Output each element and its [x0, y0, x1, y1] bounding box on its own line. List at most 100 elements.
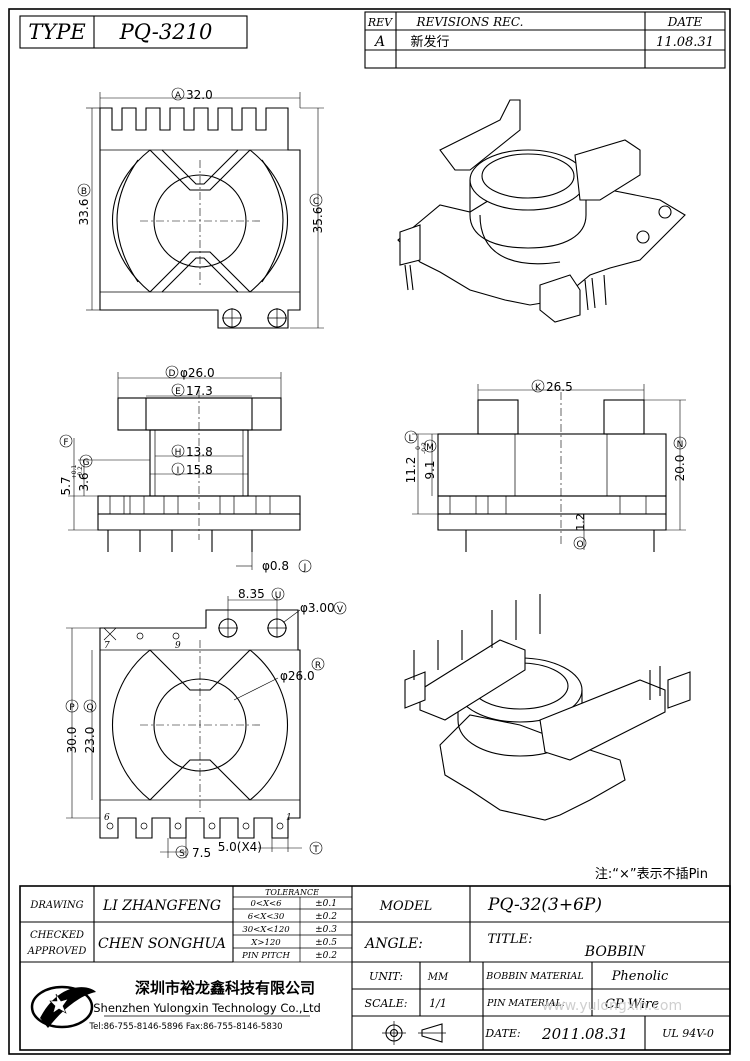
- isometric-view-bottom: [404, 594, 691, 821]
- dim-letter-D: D: [169, 369, 176, 379]
- dim-letter-I: I: [177, 466, 180, 476]
- approved-name: CHEN SONGHUA: [98, 936, 226, 952]
- dim-letter-G: G: [83, 458, 90, 468]
- dim-O-value: 1.2: [574, 513, 587, 531]
- dim-letter-R: R: [315, 661, 321, 671]
- dim-letter-P: P: [69, 703, 75, 713]
- dim-E-value: 17.3: [186, 384, 213, 398]
- dim-P-value: 30.0: [65, 727, 79, 754]
- drawing-name: LI ZHANGFENG: [102, 898, 221, 914]
- pin-label-1-bottom: 1: [286, 813, 292, 823]
- dim-letter-M: M: [426, 443, 434, 453]
- dim-F-value: 5.7: [59, 476, 73, 495]
- type-box: TYPE PQ-3210: [19, 15, 248, 49]
- dim-letter-A: A: [175, 91, 182, 101]
- sheet-border: [8, 8, 731, 1055]
- dim-letter-U: U: [275, 591, 282, 601]
- dim-A-value: 32.0: [186, 88, 213, 102]
- tolerance-range: PIN PITCH: [241, 951, 290, 961]
- dim-T-value: 5.0(X4): [218, 840, 262, 854]
- dim-F-tol-plus: +0.1: [71, 465, 78, 480]
- top-view: A 32.0 33.6 B 35.6 C: [77, 87, 325, 329]
- model-label: MODEL: [379, 899, 433, 914]
- dim-J-value: φ0.8: [262, 559, 289, 573]
- unit-label: UNIT:: [369, 970, 403, 983]
- title-value: BOBBIN: [584, 944, 646, 960]
- dim-letter-B: B: [81, 187, 87, 197]
- dim-C-value: 35.6: [311, 207, 325, 234]
- dim-letter-L: L: [408, 434, 413, 444]
- tolerance-range: X>120: [250, 938, 281, 948]
- revisions-box: REV REVISIONS REC. DATE A 新发行 11.08.31: [364, 11, 726, 69]
- front-view-left: D φ26.0 E 17.3 H 13.8 I 15.8 F 5.7 +0.1 …: [59, 365, 312, 573]
- company-contact: Tel:86-755-8146-5896 Fax:86-755-8146-583…: [88, 1022, 282, 1032]
- revision-desc: 新发行: [410, 34, 449, 50]
- tolerance-range: 6<X<30: [248, 912, 285, 922]
- revision-date: 11.08.31: [656, 35, 714, 50]
- date-label: DATE:: [484, 1027, 520, 1040]
- tolerance-value: ±0.3: [315, 925, 337, 935]
- dim-G-value: 3.6: [77, 472, 91, 491]
- pin-label-6-bottom: 6: [104, 813, 110, 823]
- title-block: DRAWING LI ZHANGFENG CHECKED APPROVED CH…: [19, 885, 731, 1051]
- model-value: PQ-32(3+6P): [487, 895, 602, 915]
- angle-label: ANGLE:: [363, 936, 423, 952]
- dim-letter-E: E: [175, 387, 181, 397]
- pin-label-7-top: 7: [104, 641, 110, 651]
- tolerance-range: 0<X<6: [250, 899, 282, 909]
- dim-R-value: φ26.0: [280, 669, 315, 683]
- dim-letter-V: V: [337, 605, 344, 615]
- checked-label: CHECKED: [30, 930, 84, 941]
- rev-value: A: [373, 34, 385, 50]
- ul-rating: UL 94V-0: [662, 1027, 714, 1040]
- dim-letter-J: J: [303, 563, 307, 573]
- dim-letter-O: O: [576, 540, 583, 550]
- bobbin-material-value: Phenolic: [611, 969, 669, 984]
- scale-value: 1/1: [429, 997, 447, 1010]
- dim-D-value: φ26.0: [180, 366, 215, 380]
- dim-S-value: 7.5: [192, 846, 211, 860]
- dim-Q-value: 23.0: [83, 727, 97, 754]
- pin-label-9-top: 9: [175, 641, 181, 651]
- tolerance-label: TOLERANCE: [265, 888, 319, 897]
- dim-F-tol-minus: -0.2: [77, 466, 84, 478]
- bottom-view: 7 9 6 1 8.35 U φ3.00 V φ26.0 R P 30.0: [65, 587, 347, 860]
- dim-letter-S: S: [179, 849, 185, 859]
- dim-letter-K: K: [535, 383, 542, 393]
- tolerance-range: 30<X<120: [242, 925, 290, 935]
- unit-value: MM: [427, 972, 449, 983]
- dim-letter-F: F: [63, 438, 68, 448]
- projection-symbol: [382, 1021, 446, 1045]
- dim-letter-T: T: [312, 845, 319, 855]
- dim-H-value: 13.8: [186, 445, 213, 459]
- dim-U-value: 8.35: [238, 587, 265, 601]
- rev-label: REV: [367, 16, 393, 29]
- scale-label: SCALE:: [365, 997, 408, 1010]
- dim-I-value: 15.8: [186, 463, 213, 477]
- type-label: TYPE: [28, 20, 85, 44]
- date-value: 2011.08.31: [541, 1025, 628, 1043]
- company-name-cn: 深圳市裕龙鑫科技有限公司: [135, 979, 315, 997]
- dim-letter-H: H: [175, 448, 182, 458]
- dim-letter-N: N: [677, 440, 684, 450]
- date-header-label: DATE: [667, 15, 703, 29]
- isometric-view-top: [397, 99, 686, 323]
- company-name-en: Shenzhen Yulongxin Technology Co.,Ltd: [93, 1001, 321, 1015]
- dim-letter-Q: Q: [86, 703, 93, 713]
- note-text: 注:“×”表示不插Pin: [595, 867, 708, 882]
- side-view-right: K 26.5 L 11.2 0 -0.2 M 9.1 N 20.0: [404, 379, 687, 552]
- tolerance-value: ±0.5: [315, 938, 337, 948]
- dim-B-value: 33.6: [77, 199, 91, 226]
- revisions-label: REVISIONS REC.: [416, 15, 524, 29]
- tolerance-value: ±0.2: [315, 912, 337, 922]
- title-label: TITLE:: [488, 932, 533, 947]
- pin-material-value: CP Wire: [605, 997, 659, 1012]
- dim-N-value: 20.0: [673, 455, 687, 482]
- dim-L-value: 11.2: [404, 457, 418, 484]
- tolerance-rows: 0<X<6 ±0.1 6<X<30 ±0.2 30<X<120 ±0.3 X>1…: [241, 899, 337, 961]
- dim-letter-C: C: [313, 197, 319, 207]
- dim-M-value: 9.1: [423, 460, 437, 479]
- watermark-text: www.yulongxin.com: [542, 998, 682, 1014]
- dim-V-value: φ3.00: [300, 601, 335, 615]
